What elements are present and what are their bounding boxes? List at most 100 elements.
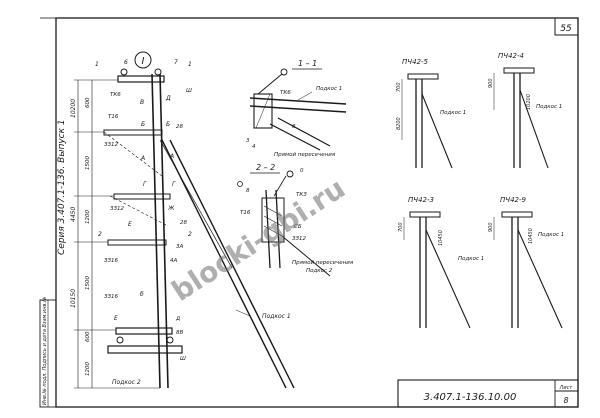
series-text: Серия 3.407.1-136. Выпуск 1 [57, 119, 67, 255]
detail-crossarm [501, 211, 533, 218]
pole-right-edge [159, 73, 169, 389]
detail-title: ПЧ42-3 [408, 196, 434, 204]
detail-dim: 900 [488, 78, 494, 88]
dim-outer-3: 10150 [70, 289, 77, 308]
point-letter: д [175, 315, 180, 322]
top-crossarm [117, 75, 165, 83]
detail-strut-label: Подкос 1 [440, 110, 466, 116]
strut-label-1: Подкос 1 [262, 313, 291, 320]
bracket-line [257, 73, 283, 95]
dim-inner-4: 1500 [85, 276, 91, 290]
detail-crossarm [503, 67, 535, 74]
point-letter: Г [143, 181, 147, 188]
section-beam [249, 97, 347, 105]
pole-edge [265, 189, 271, 269]
section-1-title: 1 – 1 [298, 59, 317, 68]
detail-dim: 10450 [528, 228, 534, 244]
point-letter: Г [172, 181, 176, 188]
watermark: blocki-gbi.ru [166, 172, 351, 308]
tag-label: 4А [170, 258, 177, 264]
strut-right-edge [169, 139, 295, 389]
detail-pch42-5: ПЧ42-5 700 8200 Подкос 1 [396, 58, 466, 169]
point-letter: Е [128, 221, 132, 228]
detail-strut [519, 89, 549, 169]
wire-line [109, 195, 169, 227]
strut-label-2: Подкос 2 [112, 379, 141, 386]
mid-crossarm-1 [103, 129, 163, 136]
tag-label: ЗЗ12 [104, 142, 119, 148]
point-letter: А [140, 155, 145, 162]
point-letter: Ж [167, 205, 175, 212]
section-mark: 2 [98, 231, 102, 238]
detail-dim: 700 [396, 82, 402, 92]
section-2-title: 2 – 2 [256, 163, 275, 172]
section-1-tag: 3 [246, 138, 250, 144]
dim-inner-1: 600 [85, 97, 91, 108]
section-2-tag: 8 [246, 188, 250, 194]
tag-label: Т16 [108, 114, 119, 120]
tag-label: Ш [186, 88, 192, 94]
bracket-line [273, 175, 287, 197]
insulator-icon [166, 336, 174, 344]
wire-line [103, 131, 163, 177]
title-block [397, 379, 579, 408]
pole-section [253, 93, 273, 129]
section-2-tag: Т16 [240, 210, 251, 216]
bolt-icon [286, 170, 294, 178]
section-1-caption: Прямой пересечения [274, 152, 336, 158]
point-letter: В [140, 99, 144, 106]
tag-label: ЗЗ12 [110, 206, 125, 212]
section-1-tag: 8 [292, 124, 296, 130]
hatch-line [263, 205, 283, 217]
detail-crossarm [407, 73, 439, 80]
sheet-label: Лист [559, 385, 574, 391]
detail-dim: 900 [488, 222, 494, 232]
point-letter: А [169, 153, 174, 160]
detail-title: ПЧ42-5 [402, 58, 428, 66]
tag-label: 8В [176, 330, 183, 336]
hatch-line [263, 225, 283, 237]
point-letter: Д [165, 95, 171, 102]
detail-crossarm [409, 211, 441, 218]
section-2-tag: ТКЗ [296, 192, 307, 198]
tag-label: ТК6 [110, 92, 121, 98]
tag-label: ЗА [176, 244, 184, 250]
tag-label: ЗЗ16 [104, 294, 119, 300]
detail-pch42-3: ПЧ42-3 700 10450 Подкос 1 [398, 196, 484, 329]
section-1-tag: 4 [252, 144, 256, 150]
detail-strut [517, 229, 563, 329]
detail-strut-label: Подкос 1 [536, 104, 562, 110]
dim-outer-1: 10200 [70, 99, 77, 118]
tag-label: 28 [180, 220, 187, 226]
dim-inner-6: 1200 [85, 362, 91, 376]
insulator-icon [120, 68, 128, 76]
hatch-line [255, 93, 271, 129]
strut-section [269, 123, 321, 151]
main-pole-view: I 10200 4450 10150 [70, 51, 295, 389]
detail-dim: 700 [398, 222, 404, 232]
detail-title: ПЧ42-4 [498, 52, 524, 60]
sheet-value: 8 [563, 396, 568, 405]
detail-dim: 10450 [438, 230, 444, 246]
point-letter: Б [166, 121, 170, 128]
view-circle-mark [134, 51, 152, 69]
strut-section [277, 117, 331, 147]
insulator-icon [154, 68, 162, 76]
point-letter: Е [114, 315, 118, 322]
section-1-1: 1 – 1 ТК6 Подкос 1 3 4 8 Прямой пересече… [246, 59, 347, 158]
dim-inner-5: 600 [85, 331, 91, 342]
detail-strut [421, 93, 453, 169]
section-2-tag: СБ [294, 224, 302, 230]
section-2-tag: 0 [300, 168, 304, 174]
detail-strut-label: Подкос 1 [538, 232, 564, 238]
section-beam [249, 105, 347, 113]
strut-section [281, 235, 331, 277]
sheet-number-box [554, 17, 579, 36]
detail-dim: 10200 [526, 94, 532, 110]
leader-line [235, 309, 251, 317]
sheet-number: 55 [560, 24, 572, 34]
tag-label: 28 [176, 124, 183, 130]
detail-title: ПЧ42-9 [500, 196, 526, 204]
